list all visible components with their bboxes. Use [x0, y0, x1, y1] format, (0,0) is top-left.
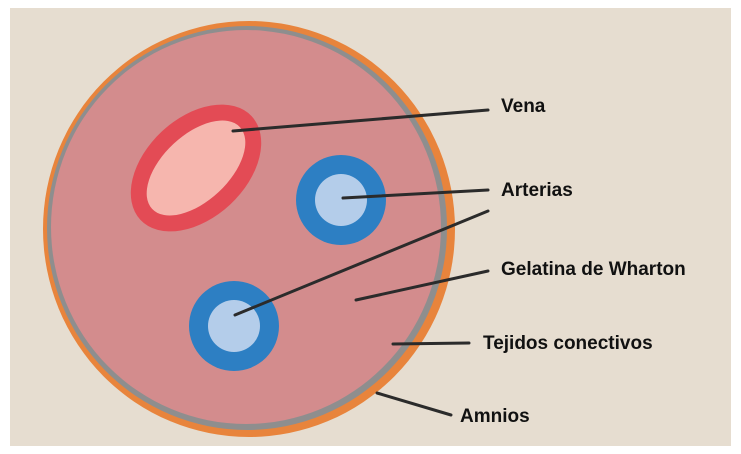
label-arterias: Arterias	[501, 181, 573, 200]
leader-line-tejidos	[393, 343, 469, 344]
leader-line-amnios	[377, 393, 451, 415]
label-tejidos-conectivos: Tejidos conectivos	[483, 334, 653, 353]
label-vena: Vena	[501, 97, 545, 116]
artery-upper-lumen	[315, 174, 367, 226]
label-amnios: Amnios	[460, 407, 530, 426]
label-gelatina-de-wharton: Gelatina de Wharton	[501, 260, 686, 279]
